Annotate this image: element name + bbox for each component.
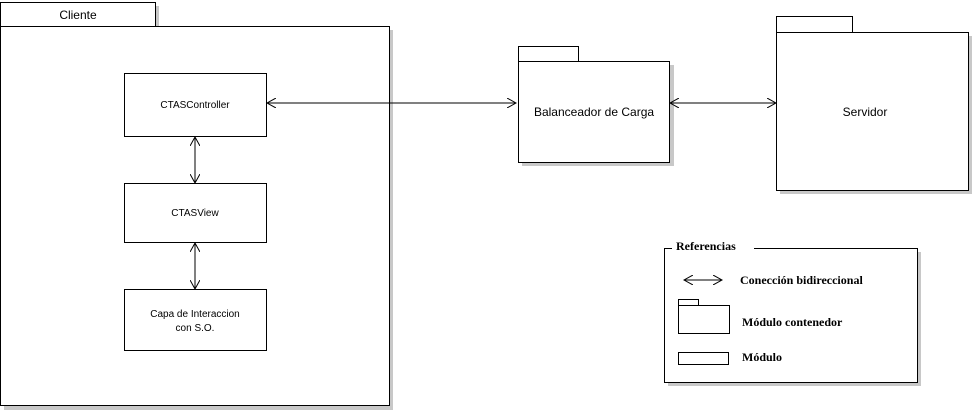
ctas-controller-label: CTASController	[160, 100, 230, 111]
legend-module-icon	[678, 352, 729, 365]
legend-conexion-label: Conección bidireccional	[740, 273, 863, 287]
servidor-package-tab	[776, 16, 853, 33]
ctas-view-label: CTASView	[171, 208, 219, 219]
legend-modulo-contenedor-label: Módulo contenedor	[742, 315, 843, 329]
referencias-legend: Referencias Conección bidireccional Módu…	[664, 239, 921, 386]
referencias-title-bg	[672, 240, 754, 254]
balanceador-package: Balanceador de Carga	[518, 46, 674, 166]
capa-interaccion-label-line1: Capa de Interaccion	[150, 309, 240, 320]
referencias-title: Referencias	[676, 239, 736, 253]
balanceador-package-tab	[518, 46, 579, 62]
legend-container-module-icon	[678, 305, 730, 334]
legend-modulo-label: Módulo	[742, 350, 782, 364]
legend-container-module-tab-icon	[678, 299, 699, 306]
servidor-package-body	[776, 32, 969, 191]
capa-interaccion-label-line2: con S.O.	[176, 323, 215, 334]
servidor-label: Servidor	[843, 105, 888, 119]
capa-interaccion-module: Capa de Interaccion con S.O.	[124, 289, 267, 351]
ctas-controller-module: CTASController	[124, 73, 267, 137]
cliente-label: Cliente	[59, 8, 97, 22]
servidor-package: Servidor	[776, 16, 972, 194]
balanceador-package-body	[518, 61, 670, 163]
balanceador-label: Balanceador de Carga	[534, 105, 654, 119]
ctas-view-module: CTASView	[124, 183, 267, 243]
